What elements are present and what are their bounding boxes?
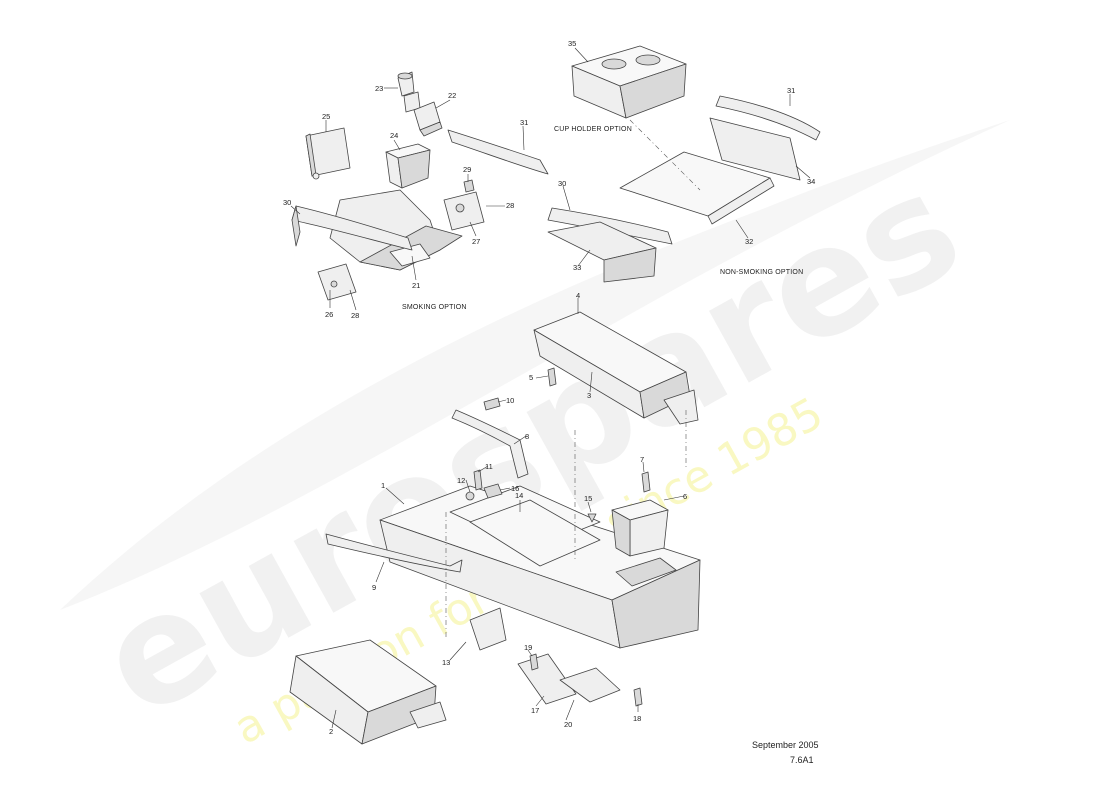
part-11-screw (473, 469, 483, 491)
callout-12: 12 (457, 476, 465, 485)
leader-lines (290, 47, 811, 729)
part-3-armrest (533, 311, 699, 425)
callout-22: 22 (448, 91, 456, 100)
callout-25: 25 (322, 112, 330, 121)
part-15-clip (587, 513, 597, 523)
part-21-bracket (329, 189, 463, 271)
callout-33: 33 (573, 263, 581, 272)
part-26-switch (317, 263, 357, 301)
callout-2: 2 (329, 727, 333, 736)
part-16-clip (483, 483, 503, 499)
callout-23: 23 (375, 84, 383, 93)
part-19-screw (529, 653, 539, 671)
callout-31-left: 31 (520, 118, 528, 127)
footer-date: September 2005 (752, 740, 819, 750)
part-30-finisher-left (291, 205, 413, 251)
part-14-tray (469, 499, 601, 567)
callout-27: 27 (472, 237, 480, 246)
part-27-plate (443, 191, 485, 231)
part-24-ashtray (385, 143, 431, 189)
part-22-socket (413, 101, 443, 137)
part-33-bracket (547, 221, 657, 283)
callout-10: 10 (506, 396, 514, 405)
callout-5: 5 (529, 373, 533, 382)
cup-holder-group (547, 45, 821, 283)
callout-30-left: 30 (283, 198, 291, 207)
part-30-finisher-mid (547, 207, 673, 245)
label-smoking-option: SMOKING OPTION (402, 304, 467, 311)
callout-8: 8 (525, 432, 529, 441)
smoking-option-group (291, 71, 549, 301)
part-18-screw (633, 687, 643, 707)
callout-19: 19 (524, 643, 532, 652)
part-20-hinge (559, 667, 621, 703)
callout-7: 7 (640, 455, 644, 464)
callout-18: 18 (633, 714, 641, 723)
callout-35: 35 (568, 39, 576, 48)
callout-26: 26 (325, 310, 333, 319)
callout-3: 3 (587, 391, 591, 400)
callout-labels: 35 23 22 25 24 31 29 28 27 30 21 26 28 3… (283, 39, 815, 736)
part-31-trim-left (447, 129, 549, 175)
callout-24: 24 (390, 131, 398, 140)
footer-reference: 7.6A1 (790, 755, 814, 765)
part-7-screw (641, 471, 651, 493)
callout-11: 11 (485, 462, 493, 471)
callout-14: 14 (515, 491, 523, 500)
part-23-lighter (397, 71, 421, 113)
part-9-side-finisher (325, 533, 463, 573)
callout-32: 32 (745, 237, 753, 246)
callout-28-right: 28 (506, 201, 514, 210)
label-non-smoking-option: NON-SMOKING OPTION (720, 269, 803, 276)
callout-6: 6 (683, 492, 687, 501)
part-6-pocket (611, 499, 669, 557)
callout-21: 21 (412, 281, 420, 290)
watermark-swoosh (60, 120, 1010, 610)
part-34-finisher-right (709, 95, 821, 181)
part-8-rail (451, 409, 529, 479)
callout-30-right: 30 (558, 179, 566, 188)
part-2-rear-cover (289, 639, 447, 745)
part-35-cup-holder (571, 45, 687, 119)
callout-4: 4 (576, 291, 580, 300)
main-console-group (289, 311, 701, 745)
callout-20: 20 (564, 720, 572, 729)
callout-34: 34 (807, 177, 815, 186)
callout-9: 9 (372, 583, 376, 592)
callout-17: 17 (531, 706, 539, 715)
callout-28-left: 28 (351, 311, 359, 320)
part-25-panel (305, 127, 351, 180)
part-10-clip (483, 397, 501, 411)
callout-15: 15 (584, 494, 592, 503)
callout-29: 29 (463, 165, 471, 174)
part-32-cover (619, 151, 775, 225)
callout-31-right: 31 (787, 86, 795, 95)
label-cup-holder-option: CUP HOLDER OPTION (554, 126, 632, 133)
callout-16: 16 (511, 484, 519, 493)
part-13-bracket (469, 607, 507, 651)
part-12-nut (465, 491, 475, 501)
callout-13: 13 (442, 658, 450, 667)
part-29-clip (463, 179, 475, 193)
callout-1: 1 (381, 481, 385, 490)
part-5-screw (547, 367, 557, 387)
